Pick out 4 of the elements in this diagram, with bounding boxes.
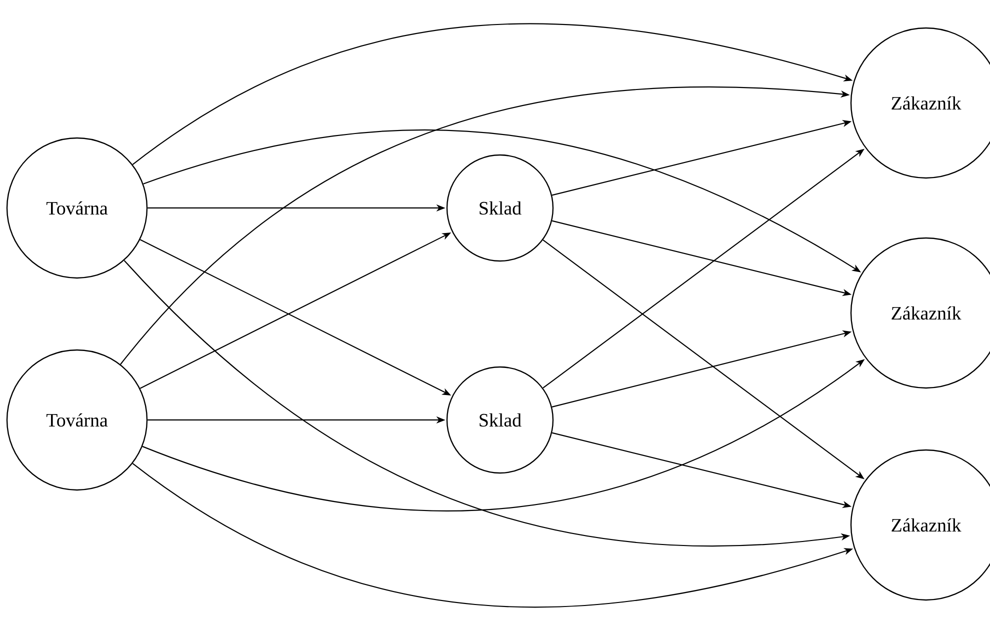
circle-node: Továrna (6, 349, 148, 491)
circle-node: Továrna (6, 137, 148, 279)
circle-node: Sklad (446, 366, 554, 474)
circle-node: Sklad (446, 154, 554, 262)
